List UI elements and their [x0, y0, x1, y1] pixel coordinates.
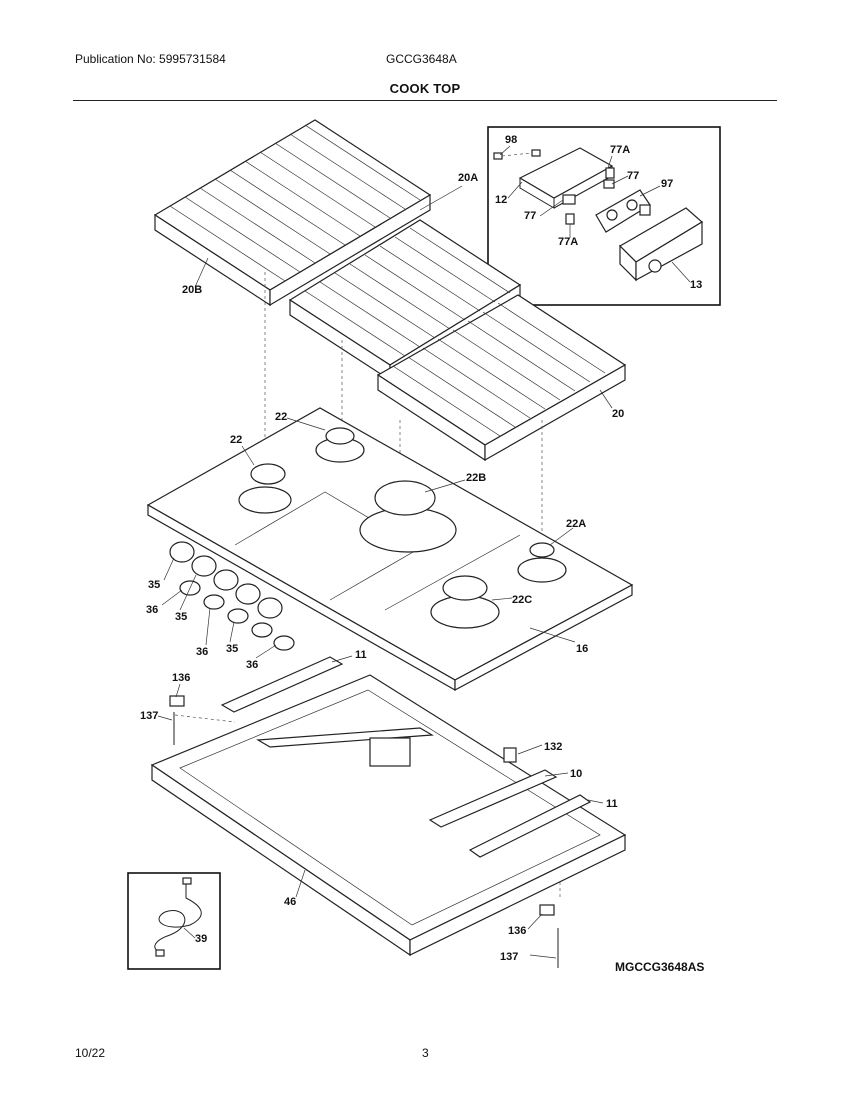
- label-20: 20: [612, 408, 624, 420]
- label-22c: 22C: [512, 594, 532, 606]
- label-132: 132: [544, 741, 562, 753]
- label-46: 46: [284, 896, 296, 908]
- section-title: COOK TOP: [389, 81, 461, 96]
- label-22b: 22B: [466, 472, 486, 484]
- drawing-id: MGCCG3648AS: [615, 960, 704, 974]
- label-20b: 20B: [182, 284, 202, 296]
- label-13: 13: [690, 279, 702, 291]
- small-hardware: [169, 695, 559, 968]
- grate-20: [376, 294, 627, 462]
- burners: [238, 427, 567, 629]
- footer-date: 10/22: [75, 1046, 106, 1060]
- page-number: 3: [422, 1046, 429, 1060]
- label-136-lower: 136: [508, 925, 526, 937]
- label-97: 97: [661, 178, 673, 190]
- label-77a-upper: 77A: [610, 144, 630, 156]
- label-137-lower: 137: [500, 951, 518, 963]
- label-20a: 20A: [458, 172, 478, 184]
- knobs-and-bezels: [169, 541, 295, 651]
- label-11-lower: 11: [606, 798, 618, 810]
- label-36-b: 36: [196, 646, 208, 658]
- label-10: 10: [570, 768, 582, 780]
- label-77a-lower: 77A: [558, 236, 578, 248]
- label-77-upper: 77: [627, 170, 639, 182]
- support-brackets: [220, 656, 592, 858]
- part-labels: 98 77A 77 97 12 77 77A 13 20A 20B 20 22 …: [140, 134, 704, 974]
- header-rule: [73, 100, 777, 101]
- label-137-upper: 137: [140, 710, 158, 722]
- label-35-a: 35: [148, 579, 160, 591]
- publication-number: Publication No: 5995731584: [75, 52, 226, 66]
- valve-bracket-inset: [487, 126, 721, 306]
- grate-20b: [153, 119, 432, 307]
- label-22a: 22A: [566, 518, 586, 530]
- label-136-upper: 136: [172, 672, 190, 684]
- label-16: 16: [576, 643, 588, 655]
- label-22-upper: 22: [275, 411, 287, 423]
- label-39: 39: [195, 933, 207, 945]
- label-35-c: 35: [226, 643, 238, 655]
- model-number: GCCG3648A: [386, 52, 457, 66]
- label-11-upper: 11: [355, 649, 367, 661]
- label-98: 98: [505, 134, 517, 146]
- label-36-c: 36: [246, 659, 258, 671]
- label-77-lower: 77: [524, 210, 536, 222]
- power-cord-inset: [127, 872, 221, 970]
- label-36-a: 36: [146, 604, 158, 616]
- label-35-b: 35: [175, 611, 187, 623]
- leader-lines: [157, 145, 691, 959]
- label-22-lower: 22: [230, 434, 242, 446]
- label-12: 12: [495, 194, 507, 206]
